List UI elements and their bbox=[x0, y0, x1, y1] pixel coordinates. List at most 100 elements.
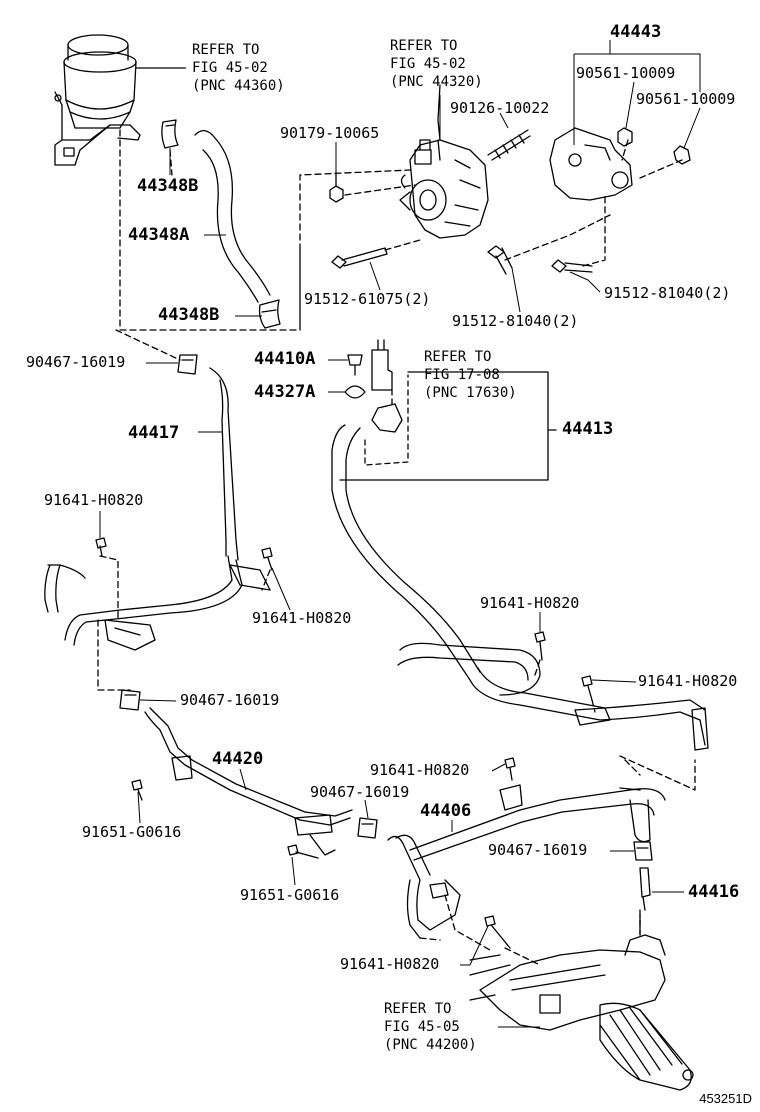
part-44327a: 44327A bbox=[254, 382, 316, 402]
clamp-44348b-bottom bbox=[258, 299, 281, 329]
diagram-id: 453251D bbox=[699, 1091, 752, 1106]
leader-91512-61075 bbox=[369, 261, 381, 291]
part-90467-b: 90467-16019 bbox=[180, 691, 280, 709]
bolt-91641-d bbox=[581, 675, 593, 701]
part-91651-b: 91651-G0616 bbox=[240, 886, 340, 904]
clamp-90467-a bbox=[177, 354, 198, 375]
ref-pump-line2: FIG 45-02 bbox=[390, 56, 466, 72]
part-44420: 44420 bbox=[212, 749, 264, 769]
part-91641-d: 91641-H0820 bbox=[638, 672, 738, 690]
bracket-44443 bbox=[549, 127, 633, 201]
pipe-44413-loop bbox=[397, 642, 541, 696]
bolt-91641-b bbox=[261, 547, 273, 571]
part-44410a: 44410A bbox=[254, 349, 316, 369]
clamp-90467-c bbox=[357, 817, 378, 839]
part-91512-81040-b: 91512-81040(2) bbox=[604, 284, 731, 302]
ref-reservoir-line2: FIG 45-02 bbox=[192, 60, 268, 76]
pipe-44406-lower bbox=[406, 879, 461, 939]
ref-gear: REFER TO FIG 45-05 (PNC 44200) bbox=[384, 1000, 477, 1054]
hose-gear bbox=[619, 787, 651, 843]
ref-switch: REFER TO FIG 17-08 (PNC 17630) bbox=[424, 348, 517, 402]
ref-pump: REFER TO FIG 45-02 (PNC 44320) bbox=[390, 37, 483, 91]
leader-91641-b bbox=[271, 567, 291, 611]
bolt-91512-81040-a bbox=[487, 245, 513, 275]
ref-reservoir: REFER TO FIG 45-02 (PNC 44360) bbox=[192, 41, 285, 95]
leader-90467-b bbox=[139, 699, 177, 702]
clamp-44348b-top bbox=[161, 119, 179, 149]
ref-gear-line2: FIG 45-05 bbox=[384, 1019, 460, 1035]
ref-switch-line3: (PNC 17630) bbox=[424, 385, 517, 401]
ref-switch-line1: REFER TO bbox=[424, 349, 492, 365]
hose-44406 bbox=[387, 834, 431, 881]
bolt-91641-c bbox=[534, 631, 546, 661]
nut-90561-a bbox=[617, 127, 633, 147]
bolt-91641-e bbox=[504, 757, 516, 781]
stud-90126 bbox=[487, 129, 531, 161]
part-91651-a: 91651-G0616 bbox=[82, 823, 182, 841]
bracket-44443-leader bbox=[573, 40, 701, 149]
part-90467-a: 90467-16019 bbox=[26, 353, 126, 371]
leader-91641-e bbox=[491, 763, 506, 772]
ref-pump-line1: REFER TO bbox=[390, 38, 458, 54]
fitting-44413-end bbox=[691, 707, 709, 751]
part-44416: 44416 bbox=[688, 882, 740, 902]
clamp-90467-b bbox=[119, 689, 141, 711]
dashed-leaders-top bbox=[115, 129, 683, 361]
part-44406: 44406 bbox=[420, 801, 472, 821]
part-44348b-top: 44348B bbox=[137, 176, 199, 196]
part-91641-c: 91641-H0820 bbox=[480, 594, 580, 612]
part-44348a: 44348A bbox=[128, 225, 190, 245]
leader-91641-f bbox=[460, 925, 489, 966]
hose-44417 bbox=[209, 367, 239, 561]
bolt-91512-61075 bbox=[331, 247, 388, 269]
bolt-91651-b bbox=[287, 844, 319, 859]
dashed-leaders-bottom bbox=[419, 894, 641, 966]
bracket-mid-left bbox=[229, 564, 271, 591]
bolt-91641-a bbox=[95, 537, 107, 557]
power-steering-pump bbox=[399, 84, 489, 239]
fitting-44416 bbox=[639, 867, 651, 911]
pipe-44406 bbox=[409, 788, 666, 861]
part-91641-e: 91641-H0820 bbox=[370, 761, 470, 779]
clamp-44420 bbox=[171, 755, 193, 781]
leader-90467-c bbox=[364, 799, 369, 819]
hose-44417-end bbox=[44, 564, 86, 613]
ref-switch-line2: FIG 17-08 bbox=[424, 367, 500, 383]
dashed-switch bbox=[364, 374, 409, 466]
clamp-bracket-left bbox=[104, 619, 156, 651]
part-90561-a: 90561-10009 bbox=[576, 64, 676, 82]
leader-44420 bbox=[239, 768, 247, 791]
oring-44327a bbox=[344, 385, 366, 399]
clamp-44420-b bbox=[294, 814, 336, 856]
bolt-91641-f bbox=[484, 915, 511, 949]
part-91641-a: 91641-H0820 bbox=[44, 491, 144, 509]
leader-90126 bbox=[499, 112, 509, 129]
ref-gear-line1: REFER TO bbox=[384, 1001, 452, 1017]
pipe-44417-lower bbox=[64, 555, 243, 646]
leader-91651-a bbox=[137, 791, 141, 824]
hose-44348a bbox=[194, 130, 271, 303]
part-91641-f: 91641-H0820 bbox=[340, 955, 440, 973]
dashed-leaders-mid bbox=[97, 555, 696, 791]
part-91512-81040-a: 91512-81040(2) bbox=[452, 312, 579, 330]
bracket-44406 bbox=[429, 784, 523, 899]
part-91512-61075: 91512-61075(2) bbox=[304, 290, 431, 308]
clamp-90467-d bbox=[633, 841, 653, 861]
part-90561-b: 90561-10009 bbox=[636, 90, 736, 108]
part-44443: 44443 bbox=[610, 22, 662, 42]
part-90179: 90179-10065 bbox=[280, 124, 380, 142]
part-90126: 90126-10022 bbox=[450, 99, 550, 117]
bolt-91512-81040-b bbox=[551, 259, 593, 273]
part-44417: 44417 bbox=[128, 423, 180, 443]
leader-91651-b bbox=[291, 856, 296, 886]
fitting-44413 bbox=[371, 403, 403, 433]
part-91641-b: 91641-H0820 bbox=[252, 609, 352, 627]
ref-gear-line3: (PNC 44200) bbox=[384, 1037, 477, 1053]
clamp-bracket-right bbox=[574, 707, 611, 726]
leader-91641-d bbox=[591, 679, 637, 683]
callout-bracket-44413 bbox=[339, 371, 557, 481]
nut-90179 bbox=[329, 171, 344, 203]
